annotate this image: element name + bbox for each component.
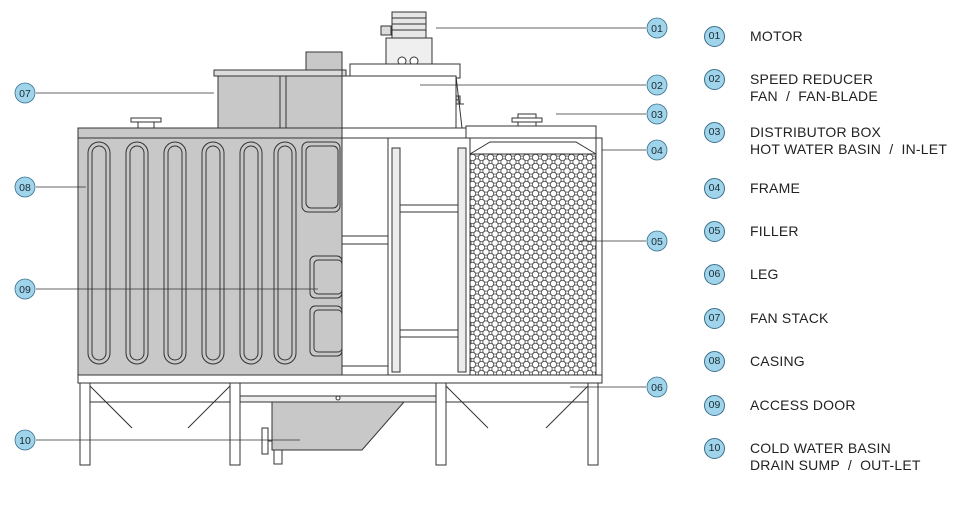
legend-label: CASING	[750, 353, 805, 369]
callout-08: 08	[14, 176, 86, 198]
cold-water-basin	[261, 395, 406, 465]
legend-label-line2: FAN / FAN-BLADE	[750, 88, 878, 104]
legend-badge: 04	[704, 178, 725, 199]
callout-01: 01	[436, 17, 668, 39]
filler	[469, 137, 597, 376]
legend-label: COLD WATER BASIN	[750, 440, 891, 456]
legend-label: FILLER	[750, 223, 799, 239]
svg-text:06: 06	[651, 382, 663, 394]
callout-04: 04	[602, 139, 668, 161]
legend-label: FRAME	[750, 180, 800, 196]
callout-07: 07	[14, 82, 214, 104]
casing	[77, 127, 343, 376]
callout-06: 06	[570, 376, 668, 398]
legend-badge: 07	[704, 308, 725, 329]
callout-10: 10	[14, 429, 300, 451]
legend-label: ACCESS DOOR	[750, 397, 856, 413]
callout-09: 09	[14, 278, 318, 300]
legend-label-line2: HOT WATER BASIN / IN-LET	[750, 141, 948, 157]
legend-label-line2: DRAIN SUMP / OUT-LET	[750, 457, 921, 473]
cooling-tower-diagram: 01 02 03 04 05 06 07 08 09 10	[14, 11, 668, 466]
legend-badge: 05	[704, 221, 725, 242]
svg-text:09: 09	[19, 284, 31, 296]
legend-badge: 01	[704, 26, 725, 47]
svg-text:04: 04	[651, 145, 663, 157]
legend-badge: 09	[704, 395, 725, 416]
svg-text:08: 08	[19, 182, 31, 194]
svg-text:03: 03	[651, 109, 663, 121]
callout-05: 05	[580, 230, 668, 252]
distributor-box	[130, 113, 597, 139]
svg-text:07: 07	[19, 88, 31, 100]
legend-badge: 02	[704, 69, 725, 90]
legend-label: SPEED REDUCER	[750, 71, 874, 87]
callout-03: 03	[556, 103, 668, 125]
svg-text:05: 05	[651, 236, 663, 248]
legend-label: LEG	[750, 266, 779, 282]
svg-text:02: 02	[651, 80, 663, 92]
legend-badge: 08	[704, 351, 725, 372]
svg-text:01: 01	[651, 23, 663, 35]
svg-text:10: 10	[19, 435, 31, 447]
legend-badge: 06	[704, 264, 725, 285]
legend-label: DISTRIBUTOR BOX	[750, 124, 882, 140]
legend-label: MOTOR	[750, 28, 803, 44]
legend-badge: 10	[704, 438, 725, 459]
callout-02: 02	[420, 74, 668, 96]
legend-badge: 03	[704, 122, 725, 143]
legend-label: FAN STACK	[750, 310, 829, 326]
